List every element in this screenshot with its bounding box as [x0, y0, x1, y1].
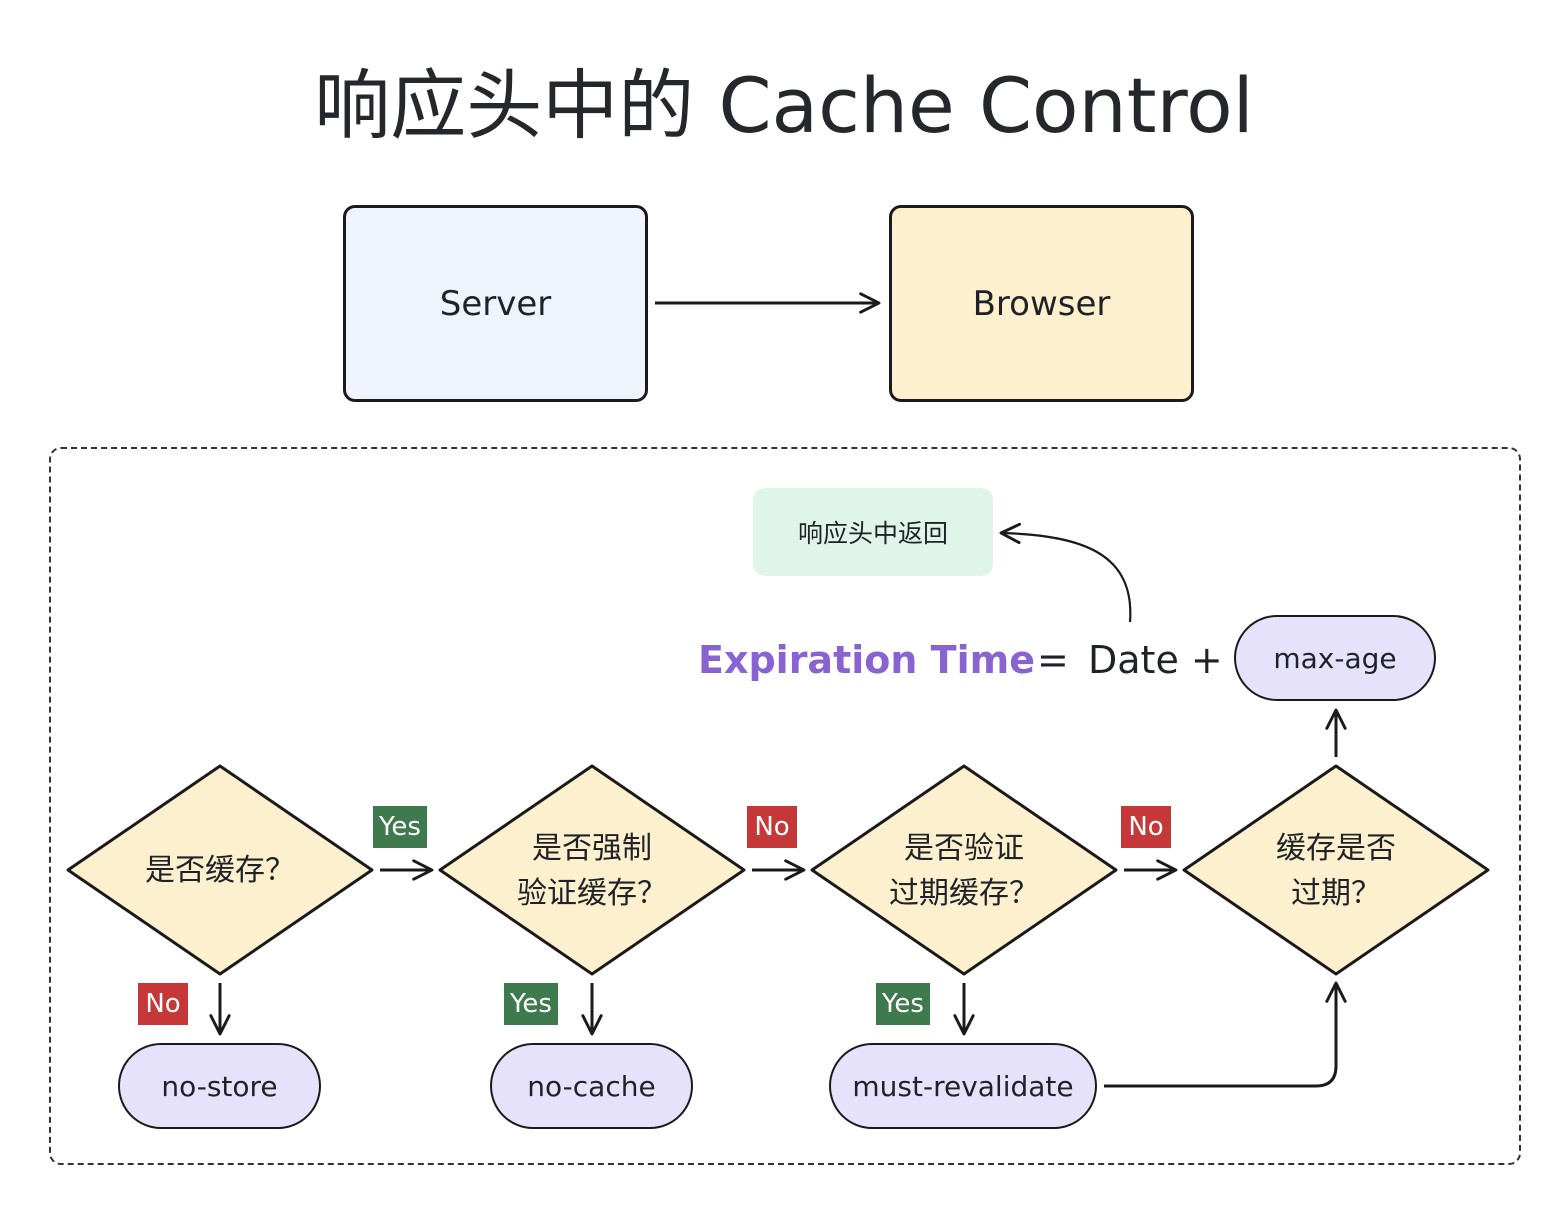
decision-4-line-2: 过期？ — [1291, 876, 1381, 911]
browser-label: Browser — [972, 283, 1111, 324]
decision-1-line-1: 是否缓存？ — [145, 853, 295, 888]
decision-diamond-4 — [1182, 764, 1490, 976]
expiration-time-label: Expiration Time — [698, 638, 1035, 682]
must-revalidate-pill: must-revalidate — [829, 1043, 1097, 1129]
equals-sign: = — [1037, 638, 1069, 682]
decision-diamond-1 — [66, 764, 374, 976]
no-tag-d1: No — [138, 983, 188, 1025]
no-tag-d3: No — [1121, 806, 1171, 848]
must-revalidate-label: must-revalidate — [852, 1069, 1074, 1103]
decision-2-line-1: 是否强制 — [532, 831, 652, 866]
yes-tag-d1: Yes — [373, 806, 427, 848]
server-label: Server — [439, 283, 552, 324]
expiration-to-note-arrow — [999, 522, 1132, 623]
yes-tag-d2: Yes — [504, 983, 558, 1025]
date-plus: Date + — [1088, 638, 1223, 682]
no-store-label: no-store — [161, 1069, 278, 1103]
decision-2-line-2: 验证缓存？ — [517, 876, 667, 911]
response-header-note: 响应头中返回 — [753, 488, 993, 576]
no-cache-pill: no-cache — [490, 1043, 693, 1129]
yes-tag-d3: Yes — [876, 983, 930, 1025]
decision-3-line-2: 过期缓存？ — [889, 876, 1039, 911]
decision-3-text: 是否验证 过期缓存？ — [844, 826, 1084, 916]
page-title: 响应头中的 Cache Control — [314, 61, 1254, 150]
max-age-pill: max-age — [1234, 615, 1436, 701]
no-cache-label: no-cache — [527, 1069, 656, 1103]
decision-3-line-1: 是否验证 — [904, 831, 1024, 866]
arrow-must-revalidate-to-d4 — [1104, 981, 1347, 1088]
cache-control-frame — [49, 447, 1521, 1165]
decision-diamond-3 — [810, 764, 1118, 976]
decision-1-text: 是否缓存？ — [100, 848, 340, 893]
browser-node: Browser — [889, 205, 1194, 402]
server-node: Server — [343, 205, 648, 402]
max-age-label: max-age — [1273, 641, 1397, 675]
no-store-pill: no-store — [118, 1043, 321, 1129]
decision-4-line-1: 缓存是否 — [1276, 831, 1396, 866]
no-tag-d2: No — [747, 806, 797, 848]
decision-4-text: 缓存是否 过期？ — [1216, 826, 1456, 916]
decision-2-text: 是否强制 验证缓存？ — [472, 826, 712, 916]
decision-diamond-2 — [438, 764, 746, 976]
note-text: 响应头中返回 — [797, 519, 948, 548]
